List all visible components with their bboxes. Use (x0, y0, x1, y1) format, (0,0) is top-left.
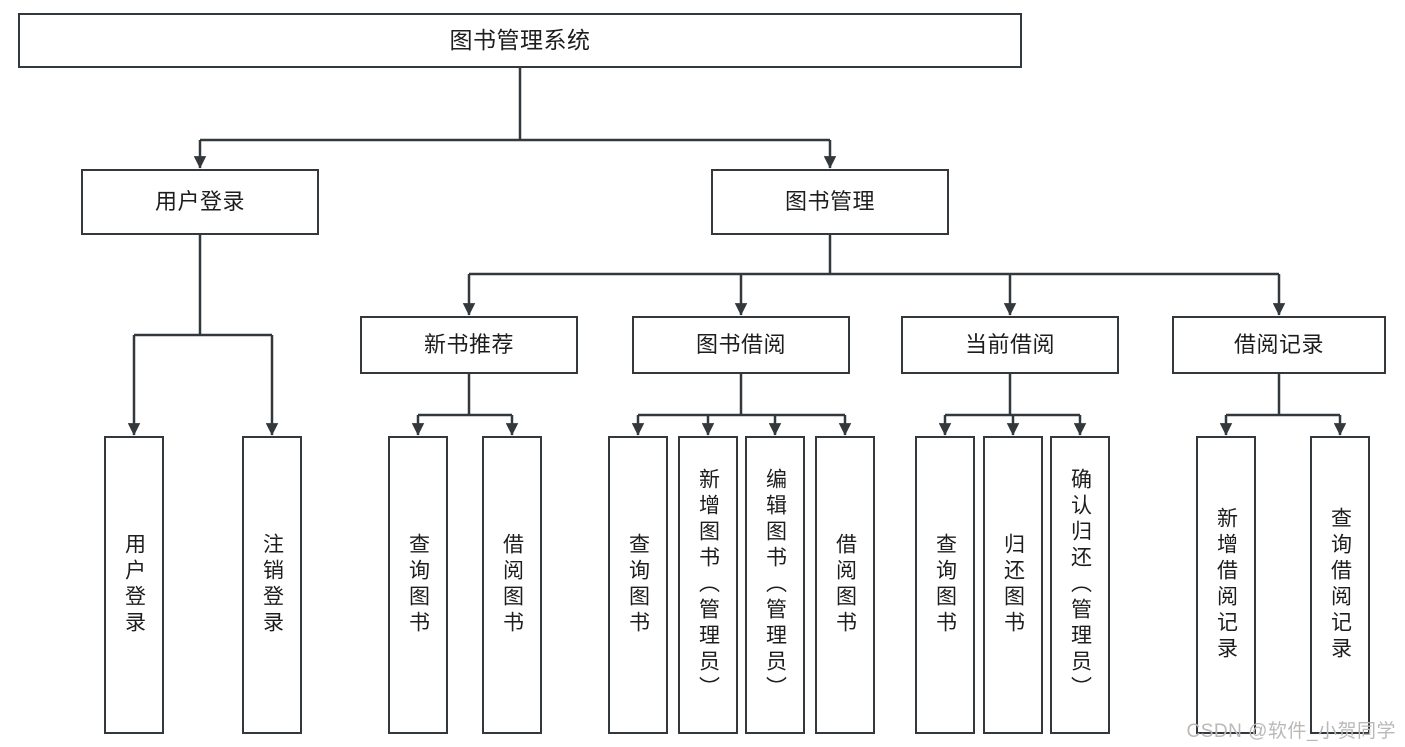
node-label: 编辑图书（管理员） (763, 468, 787, 702)
node-label: 图书管理系统 (449, 26, 591, 53)
node-user-login[interactable]: 用户登录 (81, 169, 319, 235)
node-leaf-return-book[interactable]: 归还图书 (983, 436, 1043, 734)
node-leaf-query-book-1[interactable]: 查询图书 (388, 436, 448, 734)
node-leaf-query-record[interactable]: 查询借阅记录 (1310, 436, 1370, 734)
node-leaf-logout[interactable]: 注销登录 (242, 436, 302, 734)
node-leaf-user-login[interactable]: 用户登录 (104, 436, 164, 734)
node-label: 确认归还（管理员） (1068, 468, 1092, 702)
node-leaf-query-book-2[interactable]: 查询图书 (608, 436, 668, 734)
node-label: 图书借阅 (695, 331, 786, 357)
node-leaf-query-book-3[interactable]: 查询图书 (915, 436, 975, 734)
node-new-book-recommend[interactable]: 新书推荐 (360, 316, 578, 374)
node-label: 借阅记录 (1233, 331, 1324, 357)
node-book-manage[interactable]: 图书管理 (711, 169, 949, 235)
node-label: 查询图书 (406, 533, 430, 637)
node-leaf-edit-book[interactable]: 编辑图书（管理员） (745, 436, 805, 734)
node-label: 新增图书（管理员） (696, 468, 720, 702)
node-root-system[interactable]: 图书管理系统 (18, 13, 1022, 68)
node-book-borrow[interactable]: 图书借阅 (632, 316, 850, 374)
node-label: 图书管理 (784, 188, 875, 214)
node-label: 用户登录 (122, 533, 146, 637)
node-leaf-add-record[interactable]: 新增借阅记录 (1196, 436, 1256, 734)
node-label: 查询借阅记录 (1328, 507, 1352, 663)
node-leaf-confirm-return[interactable]: 确认归还（管理员） (1050, 436, 1110, 734)
node-label: 用户登录 (154, 188, 245, 214)
node-label: 注销登录 (260, 533, 284, 637)
node-label: 当前借阅 (964, 331, 1055, 357)
node-borrow-record[interactable]: 借阅记录 (1172, 316, 1386, 374)
node-current-borrow[interactable]: 当前借阅 (901, 316, 1119, 374)
node-label: 查询图书 (626, 533, 650, 637)
node-label: 新书推荐 (423, 331, 514, 357)
node-label: 归还图书 (1001, 533, 1025, 637)
node-leaf-borrow-book-1[interactable]: 借阅图书 (482, 436, 542, 734)
node-label: 新增借阅记录 (1214, 507, 1238, 663)
node-label: 查询图书 (933, 533, 957, 637)
watermark-text: CSDN @软件_小贺同学 (1186, 721, 1396, 742)
node-label: 借阅图书 (833, 533, 857, 637)
node-leaf-add-book[interactable]: 新增图书（管理员） (678, 436, 738, 734)
node-leaf-borrow-book-2[interactable]: 借阅图书 (815, 436, 875, 734)
node-label: 借阅图书 (500, 533, 524, 637)
